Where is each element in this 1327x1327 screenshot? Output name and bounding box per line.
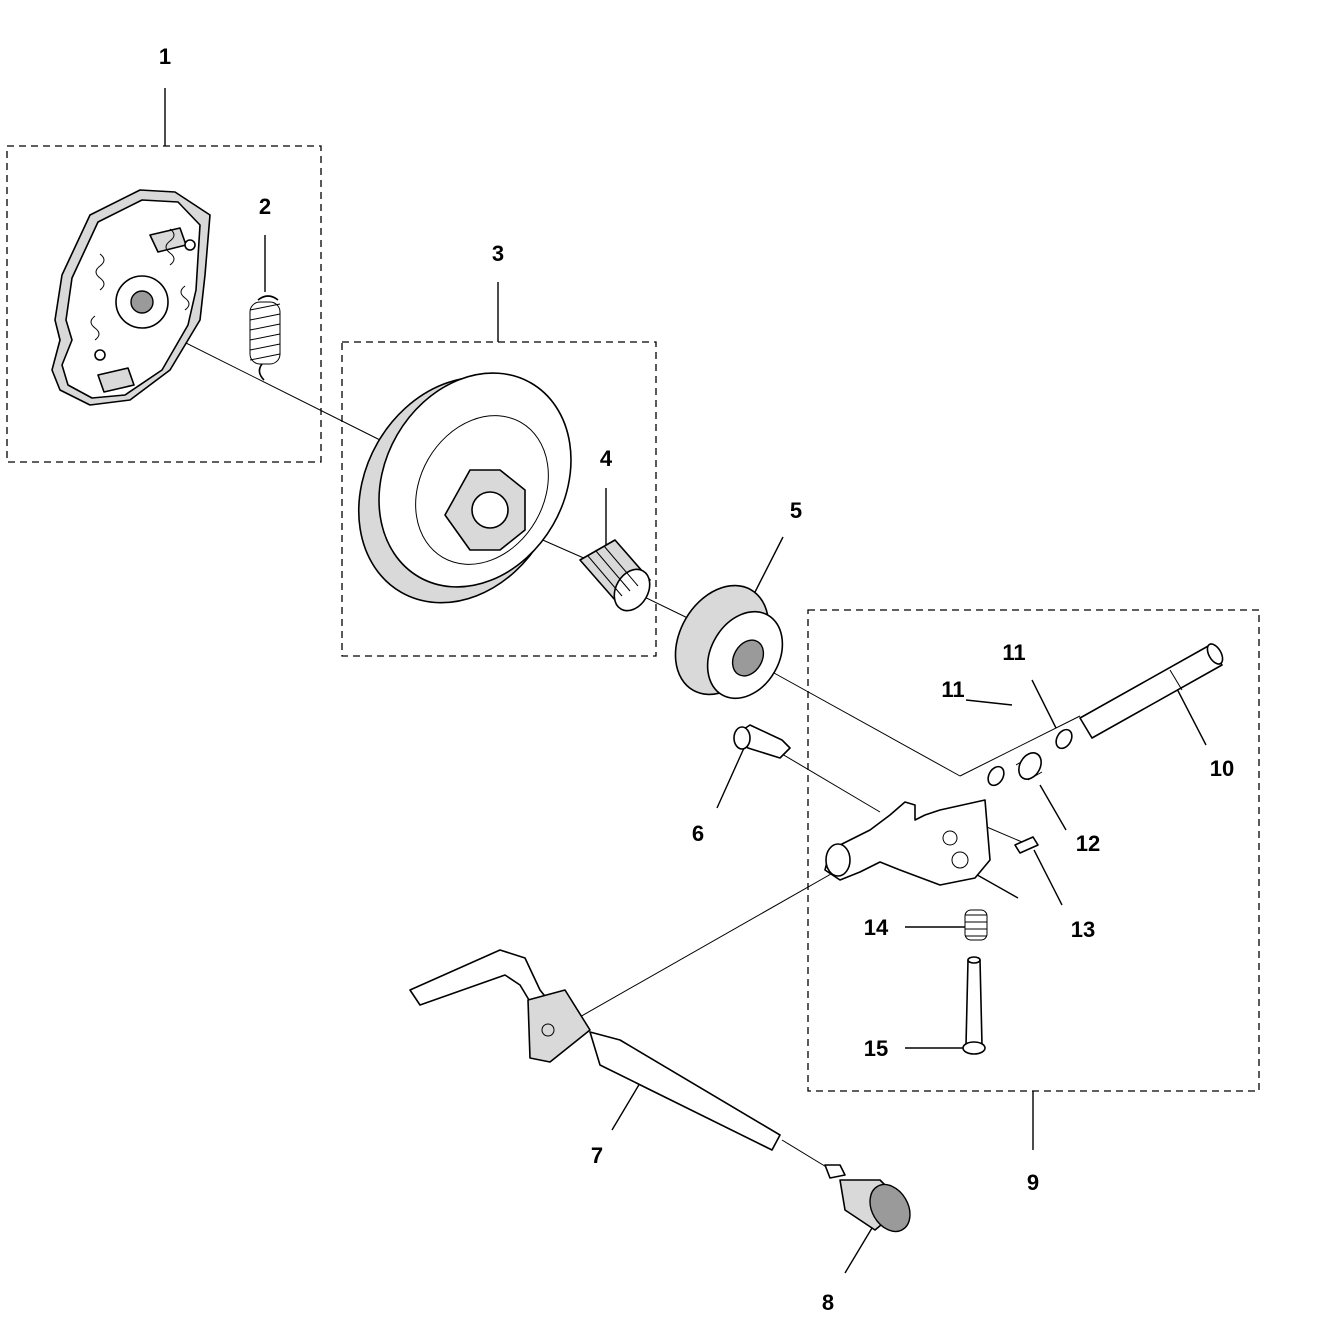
callout-5: 5	[790, 498, 802, 523]
plunger-drawing	[962, 956, 986, 1055]
clutch-assembly-drawing	[51, 189, 211, 406]
callout-13: 13	[1071, 917, 1095, 942]
callout-10: 10	[1210, 756, 1234, 781]
clutch-drum-drawing	[357, 372, 572, 604]
pin-drawing	[1079, 643, 1224, 739]
o-ring-drawings	[987, 728, 1073, 787]
spring-12-drawing	[1015, 752, 1043, 781]
callout-15: 15	[864, 1036, 888, 1061]
group-box-clutch	[6, 145, 322, 463]
callout-6: 6	[692, 821, 704, 846]
oil-pump-lever-drawing	[409, 949, 781, 1151]
callout-8: 8	[822, 1290, 834, 1315]
callout-1: 1	[159, 44, 171, 69]
group-box-clutch-drum	[341, 341, 657, 657]
callout-11-upper: 11	[1002, 640, 1025, 665]
callout-labels: 1 2 3 4 5 6 7 8 9 10 11 11 12 13 14 15	[159, 44, 1234, 1315]
screw-drawing	[733, 724, 791, 759]
sprocket-drawing	[674, 584, 784, 700]
small-pin-drawing	[1014, 836, 1039, 854]
callout-4: 4	[600, 446, 613, 471]
callout-3: 3	[492, 241, 504, 266]
spring-drawing	[249, 295, 281, 381]
callout-7: 7	[591, 1143, 603, 1168]
callout-14: 14	[864, 915, 889, 940]
callout-12: 12	[1076, 831, 1100, 856]
oil-pump-housing-drawing	[824, 799, 991, 886]
callout-9: 9	[1027, 1170, 1039, 1195]
needle-bearing-drawing	[579, 539, 651, 612]
spring-14-drawing	[964, 909, 988, 941]
callout-2: 2	[259, 194, 271, 219]
oil-filter-drawing	[824, 1164, 911, 1233]
callout-11-lower: 11	[941, 677, 964, 702]
